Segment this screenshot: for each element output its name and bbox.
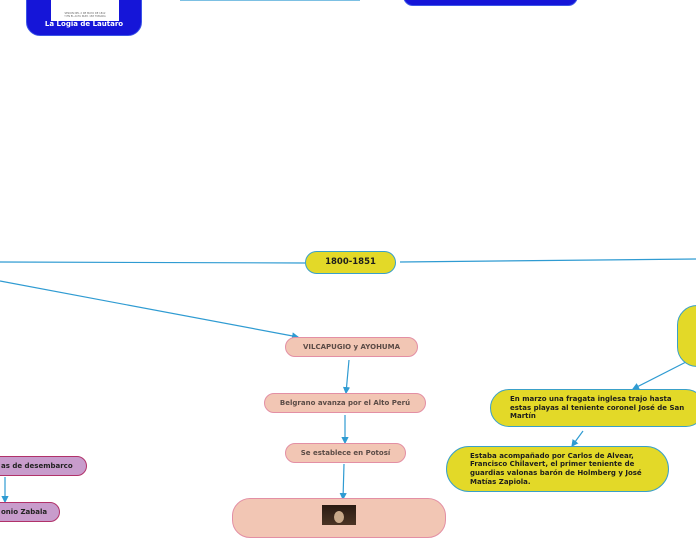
potosi-node[interactable]: Se establece en Potosí xyxy=(285,443,406,463)
link-left-vilcapugio xyxy=(0,280,300,340)
link-central-right xyxy=(399,258,696,263)
link-right-fragata xyxy=(631,361,687,390)
belgrano-node[interactable]: Belgrano avanza por el Alto Perú xyxy=(264,393,426,413)
central-topic-node[interactable]: 1800-1851 xyxy=(305,251,396,274)
portrait-image xyxy=(322,505,356,525)
link-left-central xyxy=(0,261,306,264)
link-potosi-portrait xyxy=(339,463,347,501)
top-right-node[interactable] xyxy=(403,0,578,6)
logia-document-image: SESION DEL 2 DE MAYO DE 1812 Y EN EL ACT… xyxy=(51,0,119,21)
connector-lines xyxy=(0,0,696,504)
right-branch-node[interactable] xyxy=(677,305,696,367)
zabala-label: onio Zabala xyxy=(1,507,48,516)
logia-document-line-2: Y EN EL ACTA NUM. 183 TOMADA xyxy=(64,14,106,18)
vilcapugio-node[interactable]: VILCAPUGIO y AYOHUMA xyxy=(285,337,418,357)
logia-lautaro-node[interactable]: SESION DEL 2 DE MAYO DE 1812 Y EN EL ACT… xyxy=(26,0,142,36)
logia-lautaro-label: La Logia de Lautaro xyxy=(44,20,124,29)
alvear-node[interactable]: Estaba acompañado por Carlos de Alvear, … xyxy=(446,446,669,492)
fragata-label: En marzo una fragata inglesa trajo hasta… xyxy=(510,394,685,421)
link-vilcapugio-belgrano xyxy=(342,359,351,395)
logia-document-line-1: SESION DEL 2 DE MAYO DE 1812 xyxy=(64,11,106,15)
portrait-node[interactable] xyxy=(232,498,446,538)
vilcapugio-label: VILCAPUGIO y AYOHUMA xyxy=(302,342,401,351)
belgrano-label: Belgrano avanza por el Alto Perú xyxy=(279,398,411,407)
fragata-node[interactable]: En marzo una fragata inglesa trajo hasta… xyxy=(490,389,696,427)
zabala-node[interactable]: onio Zabala xyxy=(0,502,60,522)
desembarco-node[interactable]: as de desembarco xyxy=(0,456,87,476)
link-fragata-alvear xyxy=(571,430,584,447)
potosi-label: Se establece en Potosí xyxy=(300,448,391,457)
alvear-label: Estaba acompañado por Carlos de Alvear, … xyxy=(470,451,642,486)
desembarco-label: as de desembarco xyxy=(1,461,73,470)
central-topic-label: 1800-1851 xyxy=(325,257,376,268)
